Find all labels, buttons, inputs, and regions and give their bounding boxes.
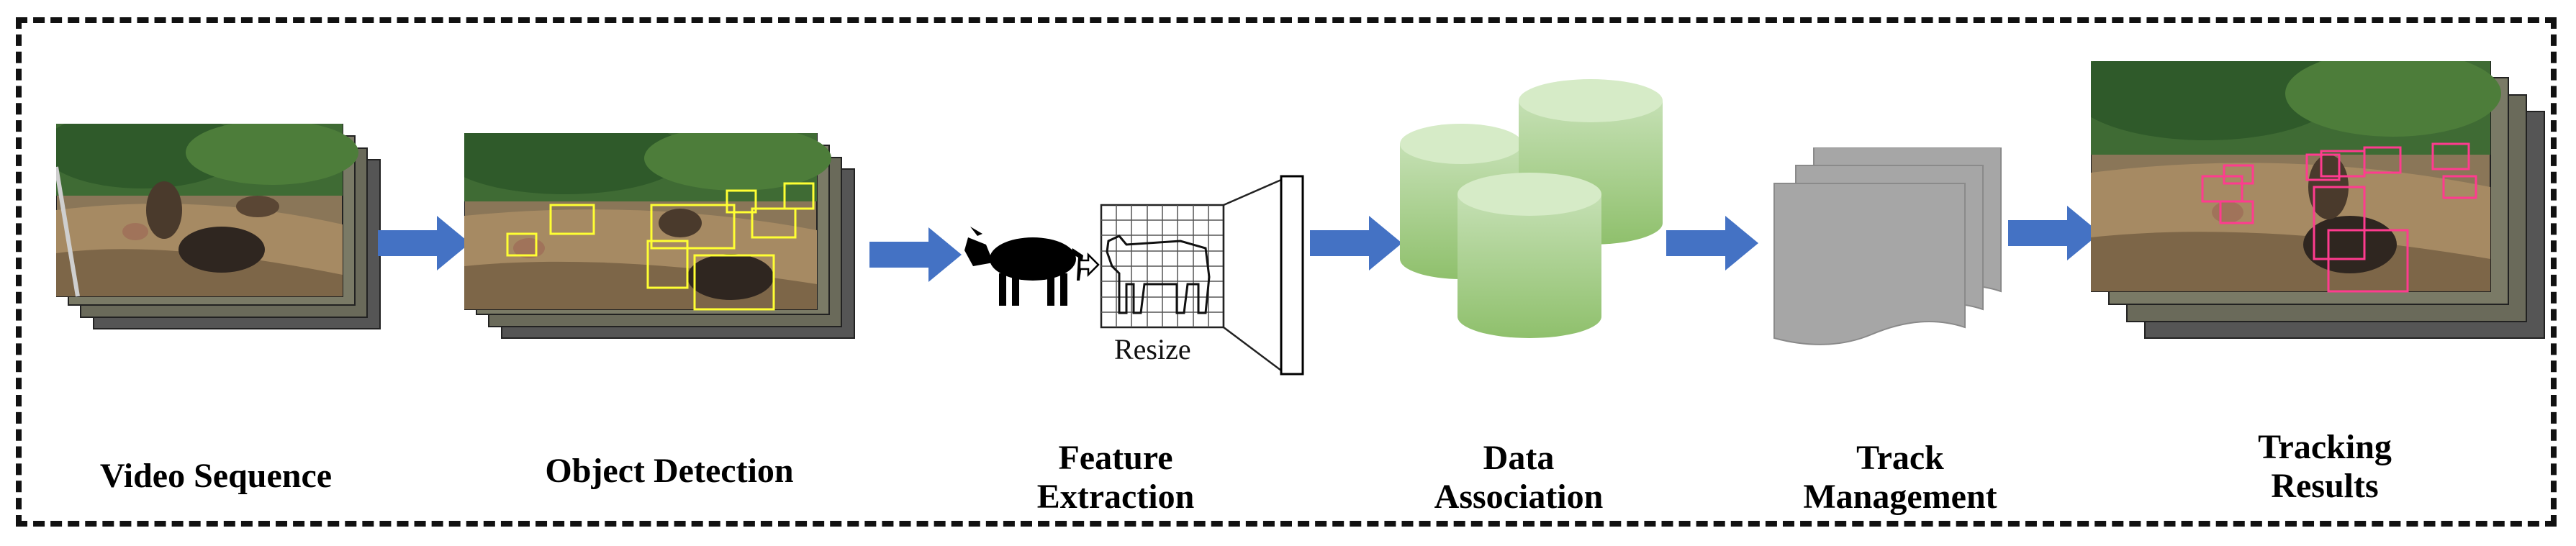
detection-frames-image bbox=[443, 115, 855, 339]
projection-trapezoid bbox=[1222, 178, 1283, 373]
resize-label: Resize bbox=[1114, 333, 1191, 365]
tracking-frames-image bbox=[2069, 40, 2545, 339]
arrow-1 bbox=[378, 216, 470, 270]
arrow-3 bbox=[1310, 216, 1402, 270]
feature-extraction-graphic bbox=[964, 175, 1304, 376]
feature-extraction-group bbox=[964, 165, 1310, 381]
label-feature-extraction: Feature Extraction bbox=[1036, 439, 1195, 516]
video-sequence-stack bbox=[42, 109, 384, 332]
data-association-cylinders bbox=[1393, 72, 1681, 345]
video-frames-image bbox=[42, 109, 381, 329]
arrow-2 bbox=[869, 227, 962, 282]
feature-vector bbox=[1280, 175, 1304, 376]
tracking-results-stack bbox=[2069, 40, 2548, 342]
cow-icon bbox=[964, 227, 1083, 306]
database-icon bbox=[1400, 79, 1663, 338]
arrow-4 bbox=[1666, 216, 1758, 270]
label-track-management: Track Management bbox=[1803, 439, 1997, 516]
documents-icon bbox=[1773, 147, 2002, 345]
track-management-documents bbox=[1771, 147, 2008, 363]
label-object-detection: Object Detection bbox=[545, 452, 794, 490]
resized-grid bbox=[1100, 204, 1225, 329]
object-detection-stack bbox=[443, 115, 860, 342]
label-video-sequence: Video Sequence bbox=[99, 457, 333, 495]
label-tracking-results: Tracking Results bbox=[2258, 428, 2392, 505]
dashed-border-frame bbox=[16, 17, 2557, 527]
label-data-association: Data Association bbox=[1434, 439, 1604, 516]
arrow-5 bbox=[2008, 206, 2100, 260]
